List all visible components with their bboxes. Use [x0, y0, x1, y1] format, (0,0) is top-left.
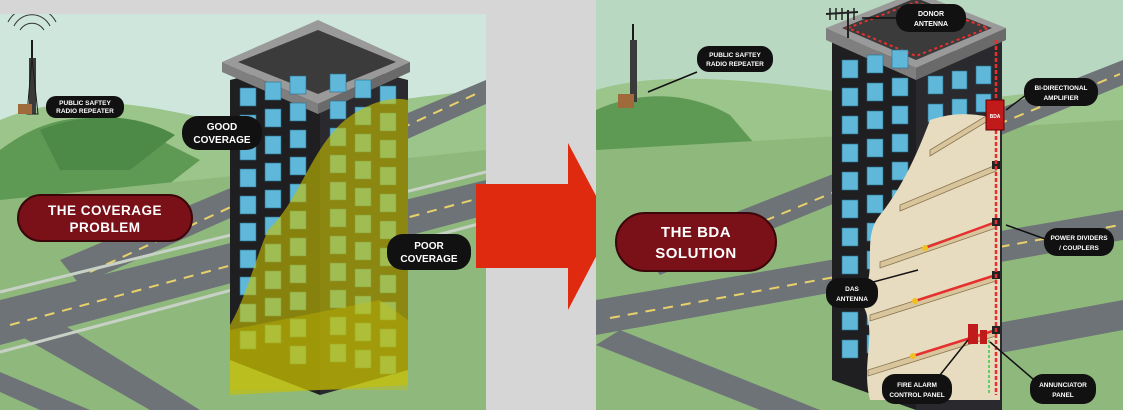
window — [891, 77, 909, 97]
fire-alarm-label: FIRE ALARM CONTROL PANEL — [882, 374, 952, 404]
transition-arrow-icon — [476, 143, 612, 310]
window — [841, 59, 859, 79]
coverage-overlay — [230, 98, 408, 396]
left-panel: PUBLIC SAFTEY RADIO REPEATER GOOD COVERA… — [0, 14, 486, 410]
window — [975, 65, 992, 85]
das-antenna-icon — [912, 298, 918, 304]
radio-tower-icon — [7, 14, 57, 115]
window — [891, 49, 909, 69]
svg-text:BDA: BDA — [990, 114, 1001, 120]
window — [329, 73, 347, 93]
svg-text:PUBLIC SAFTEY: PUBLIC SAFTEY — [709, 52, 761, 59]
left-repeater-label: PUBLIC SAFTEY RADIO REPEATER — [46, 96, 124, 118]
window — [289, 75, 307, 95]
window — [841, 255, 859, 275]
window — [239, 87, 257, 107]
svg-text:THE BDA: THE BDA — [661, 224, 731, 241]
radio-tower-right-icon — [618, 24, 637, 108]
window — [354, 79, 372, 99]
window — [927, 75, 944, 95]
building-right: BDA — [826, 0, 1006, 410]
svg-text:COVERAGE: COVERAGE — [400, 254, 458, 265]
svg-text:ANTENNA: ANTENNA — [836, 296, 868, 303]
bda-box-icon: BDA — [985, 99, 1005, 131]
window — [841, 143, 859, 163]
window — [329, 100, 347, 120]
window — [866, 110, 884, 130]
window — [264, 81, 282, 101]
das-cable — [924, 220, 997, 250]
window — [841, 171, 859, 191]
svg-text:RADIO REPEATER: RADIO REPEATER — [706, 61, 764, 68]
floor-slab — [899, 164, 997, 212]
window — [289, 156, 307, 176]
coverage-problem-title: THE COVERAGE PROBLEM — [17, 194, 193, 242]
bda-solution-title: THE BDA SOLUTION — [615, 212, 777, 272]
window — [841, 311, 859, 331]
svg-text:PANEL: PANEL — [1052, 392, 1074, 399]
das-antenna-label: DAS ANTENNA — [826, 278, 878, 308]
svg-text:FIRE ALARM: FIRE ALARM — [897, 382, 937, 389]
svg-text:RADIO REPEATER: RADIO REPEATER — [56, 108, 114, 115]
window — [264, 162, 282, 182]
window — [866, 194, 884, 214]
cutaway-interior — [860, 114, 1000, 400]
window — [264, 189, 282, 209]
das-antenna-icon — [922, 245, 928, 251]
window — [841, 339, 859, 359]
fire-alarm-panel-icon — [968, 324, 987, 344]
building-left — [222, 20, 410, 396]
das-cable — [914, 273, 997, 303]
window — [891, 105, 909, 125]
window — [264, 108, 282, 128]
window — [239, 168, 257, 188]
window — [841, 115, 859, 135]
svg-text:CONTROL PANEL: CONTROL PANEL — [889, 392, 944, 399]
svg-text:DAS: DAS — [845, 286, 859, 293]
svg-text:PROBLEM: PROBLEM — [70, 220, 141, 235]
window — [891, 133, 909, 153]
right-repeater-label: PUBLIC SAFTEY RADIO REPEATER — [697, 46, 773, 72]
svg-text:COVERAGE: COVERAGE — [193, 135, 251, 146]
window — [841, 227, 859, 247]
svg-text:DONOR: DONOR — [918, 11, 944, 18]
window — [239, 222, 257, 242]
window — [866, 54, 884, 74]
donor-antenna-icon — [825, 8, 859, 38]
svg-text:PUBLIC SAFTEY: PUBLIC SAFTEY — [59, 100, 111, 107]
svg-text:ANNUNCIATOR: ANNUNCIATOR — [1039, 382, 1087, 389]
annunciator-label: ANNUNCIATOR PANEL — [1030, 374, 1096, 404]
bda-amplifier-label: BI-DIRECTIONAL AMPLIFIER — [1024, 78, 1098, 106]
coupler-icon — [992, 161, 1000, 169]
window — [239, 249, 257, 269]
svg-text:GOOD: GOOD — [207, 122, 238, 133]
svg-text:ANTENNA: ANTENNA — [914, 21, 948, 28]
svg-text:THE COVERAGE: THE COVERAGE — [48, 203, 162, 218]
right-panel: BDA — [596, 0, 1123, 410]
window — [841, 199, 859, 219]
window — [866, 166, 884, 186]
window — [239, 195, 257, 215]
window — [289, 102, 307, 122]
power-dividers-label: POWER DIVIDERS / COUPLERS — [1044, 228, 1114, 256]
window — [866, 82, 884, 102]
window — [866, 138, 884, 158]
good-coverage-label: GOOD COVERAGE — [182, 116, 262, 150]
window — [289, 129, 307, 149]
poor-coverage-label: POOR COVERAGE — [387, 234, 471, 270]
svg-text:POWER DIVIDERS: POWER DIVIDERS — [1050, 235, 1108, 242]
window — [841, 87, 859, 107]
svg-text:/ COUPLERS: / COUPLERS — [1059, 245, 1099, 252]
svg-text:SOLUTION: SOLUTION — [655, 245, 737, 262]
svg-text:AMPLIFIER: AMPLIFIER — [1043, 95, 1078, 102]
svg-text:POOR: POOR — [414, 241, 444, 252]
das-antenna-icon — [910, 353, 916, 359]
floor-slabs — [867, 106, 1000, 377]
svg-text:BI-DIRECTIONAL: BI-DIRECTIONAL — [1034, 85, 1087, 92]
window — [951, 70, 968, 90]
window — [264, 135, 282, 155]
donor-antenna-label: DONOR ANTENNA — [896, 4, 966, 32]
